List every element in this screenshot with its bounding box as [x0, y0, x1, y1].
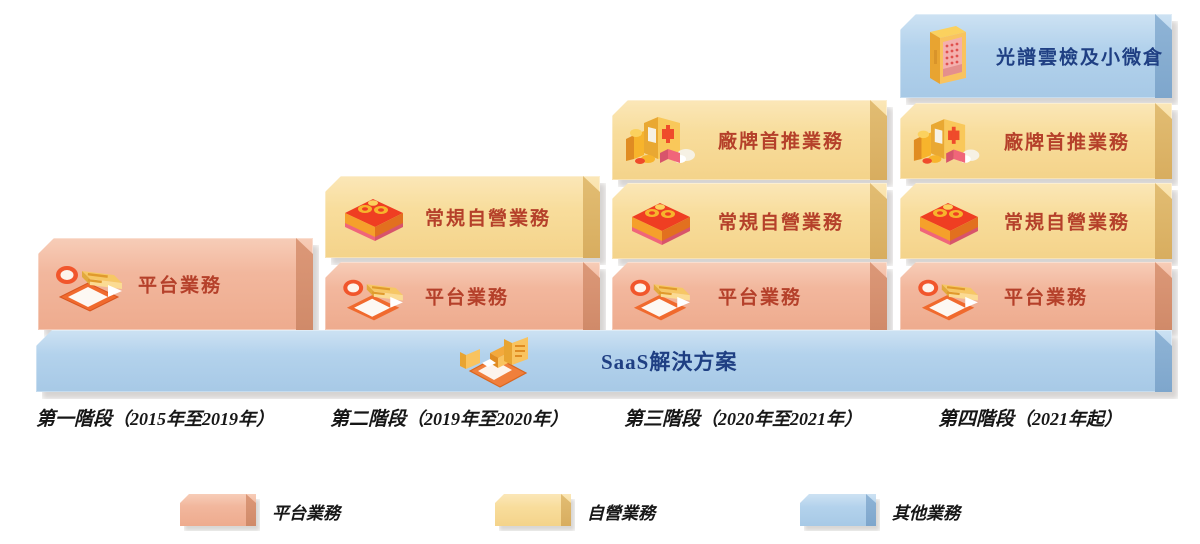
stage-caption-years: （2021年起）	[1014, 409, 1123, 429]
swatch-face	[180, 494, 256, 526]
stage4-layer-brand: 廠牌首推業務	[900, 103, 1178, 186]
stage3-layer-platform: 平台業務	[612, 262, 893, 337]
foundation-label: SaaS解決方案	[601, 350, 738, 374]
block-face	[36, 330, 1172, 392]
layer-label: 廠牌首推業務	[718, 131, 845, 153]
stage-caption-1: 第一階段（2015年至2019年）	[36, 404, 274, 431]
stage1-layer-platform: 平台業務	[38, 238, 319, 337]
legend-label: 自營業務	[587, 504, 655, 523]
foundation-block-saas: SaaS解決方案	[36, 330, 1178, 399]
layer-label: 常規自營業務	[425, 208, 552, 230]
layer-label: 平台業務	[138, 275, 223, 297]
block-side-face	[1155, 103, 1172, 179]
stage3-layer-selfop: 常規自營業務	[612, 183, 893, 266]
block-side-face	[1155, 262, 1172, 330]
layer-label: 平台業務	[1004, 287, 1089, 309]
block-side-face	[296, 238, 313, 330]
layer-label: 常規自營業務	[1004, 212, 1131, 234]
block-side-face	[870, 262, 887, 330]
stage-caption-name: 第四階段	[938, 409, 1015, 430]
legend-label: 平台業務	[272, 504, 340, 523]
layer-label: 平台業務	[425, 287, 510, 309]
legend-label: 其他業務	[892, 504, 960, 523]
stage-caption-3: 第三階段（2020年至2021年）	[624, 404, 862, 431]
stage2-layer-selfop: 常規自營業務	[325, 176, 606, 265]
legend: 平台業務 自營業務 其他業務	[0, 488, 1200, 544]
swatch-side-face	[561, 494, 571, 526]
stage-caption-years: （2020年至2021年）	[700, 409, 863, 429]
stage4-layer-cloud: 光譜雲檢及小微倉	[900, 14, 1178, 105]
block-side-face	[1155, 14, 1172, 98]
layer-label: 廠牌首推業務	[1004, 132, 1131, 154]
legend-swatch-selfop	[495, 494, 575, 531]
block-side-face	[870, 100, 887, 180]
swatch-side-face	[866, 494, 876, 526]
stage4-layer-platform: 平台業務	[900, 262, 1178, 337]
swatch-face	[800, 494, 876, 526]
stage-caption-name: 第三階段	[624, 409, 701, 430]
stage-caption-years: （2015年至2019年）	[112, 409, 275, 429]
swatch-side-face	[246, 494, 256, 526]
layer-label: 光譜雲檢及小微倉	[996, 47, 1165, 69]
stage2-layer-platform: 平台業務	[325, 262, 606, 337]
layer-label: 常規自營業務	[718, 212, 845, 234]
block-side-face	[1155, 330, 1172, 392]
layer-label: 平台業務	[718, 287, 803, 309]
block-side-face	[1155, 183, 1172, 259]
swatch-face	[495, 494, 571, 526]
stage3-layer-brand: 廠牌首推業務	[612, 100, 893, 187]
block-side-face	[870, 183, 887, 259]
legend-swatch-platform	[180, 494, 260, 531]
stage4-layer-selfop: 常規自營業務	[900, 183, 1178, 266]
stage-caption-name: 第一階段	[36, 409, 113, 430]
stage-caption-years: （2019年至2020年）	[406, 409, 569, 429]
stage-caption-4: 第四階段（2021年起）	[938, 404, 1122, 431]
stage-caption-2: 第二階段（2019年至2020年）	[330, 404, 568, 431]
legend-swatch-other	[800, 494, 880, 531]
block-side-face	[583, 262, 600, 330]
stage-caption-name: 第二階段	[330, 409, 407, 430]
block-side-face	[583, 176, 600, 258]
